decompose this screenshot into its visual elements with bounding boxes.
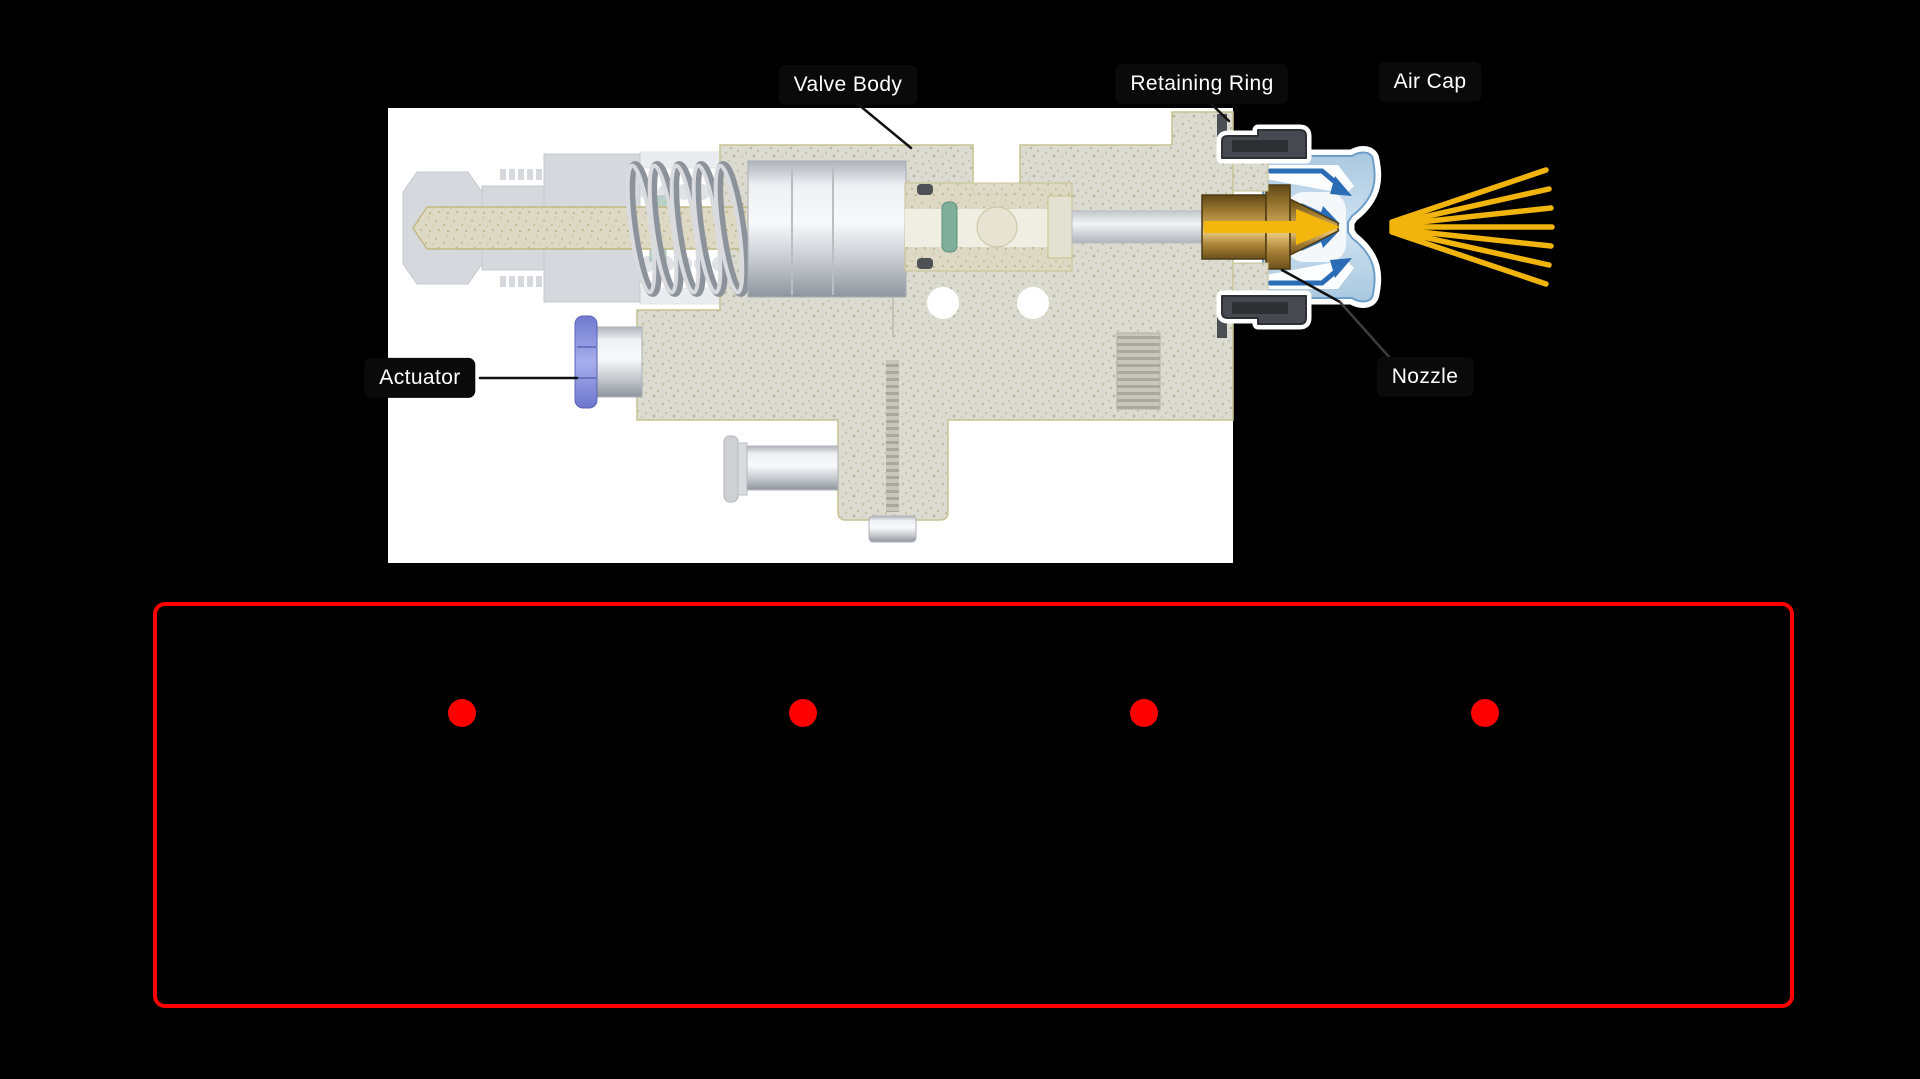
label-nozzle: Nozzle	[1376, 356, 1474, 398]
needle-extension-shaft	[1071, 210, 1213, 244]
answer-dot-3[interactable]	[1130, 699, 1158, 727]
seat-ball	[976, 206, 1018, 248]
side-fitting	[723, 435, 839, 503]
adjustment-screw	[886, 360, 899, 512]
nozzle-leader-a	[1280, 268, 1342, 304]
actuator-fitting-blue-ring	[574, 315, 598, 409]
threaded-bore	[1116, 332, 1161, 410]
spring	[625, 161, 750, 297]
piston	[747, 160, 907, 298]
body-details	[723, 196, 1161, 543]
answer-panel	[153, 602, 1794, 1008]
label-valve-body: Valve Body	[778, 64, 918, 106]
nozzle-part	[1201, 184, 1340, 270]
answer-dot-2[interactable]	[789, 699, 817, 727]
actuator-fitting	[574, 315, 643, 409]
stem-cap	[868, 515, 917, 543]
answer-dot-4[interactable]	[1471, 699, 1499, 727]
spray-fan-icon	[1389, 167, 1555, 287]
nozzle-leader-b	[1338, 300, 1392, 360]
fluid-arrow-head	[1296, 209, 1340, 245]
label-air-cap: Air Cap	[1378, 61, 1482, 103]
label-retaining-ring: Retaining Ring	[1115, 63, 1289, 105]
body-hole-right	[1017, 287, 1049, 319]
valve-seat	[904, 182, 1213, 272]
answer-dot-1[interactable]	[448, 699, 476, 727]
valve-body-leader	[851, 98, 913, 150]
retaining-ring-part	[1216, 124, 1312, 330]
body-hole-left	[927, 287, 959, 319]
fluid-arrow-shaft	[1204, 221, 1296, 233]
thread-ticks	[500, 169, 542, 287]
label-actuator: Actuator	[364, 357, 476, 399]
seat-seal-green	[941, 201, 958, 253]
